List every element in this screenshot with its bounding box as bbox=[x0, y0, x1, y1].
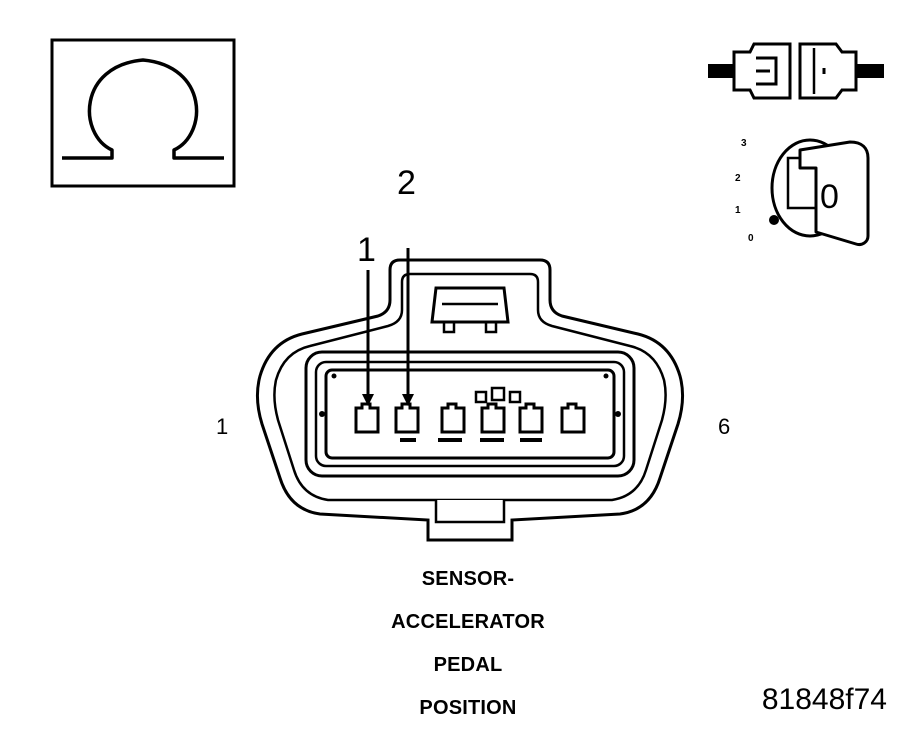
callout-1: 1 bbox=[357, 231, 376, 269]
key-position-3: 3 bbox=[741, 138, 747, 149]
terminal-4 bbox=[480, 402, 506, 442]
key-position-0: 0 bbox=[748, 233, 754, 244]
connector-caption-line-3: PEDAL bbox=[433, 654, 503, 676]
key-position-1: 1 bbox=[735, 205, 741, 216]
connector-caption-line-1: SENSOR- bbox=[421, 568, 515, 590]
figure-id: 81848f74 bbox=[761, 683, 887, 716]
connector-face-diagram bbox=[250, 202, 690, 548]
connector-caption-line-2: ACCELERATOR bbox=[391, 611, 545, 633]
terminal-2 bbox=[394, 402, 420, 442]
ignition-key-icon: 3 2 1 0 0 bbox=[730, 128, 890, 258]
connector-caption-line-4: POSITION bbox=[419, 697, 517, 719]
terminal-6 bbox=[560, 402, 586, 434]
terminal-3 bbox=[438, 402, 466, 442]
key-mark: 0 bbox=[820, 178, 839, 216]
key-position-2: 2 bbox=[735, 173, 741, 184]
disconnect-connector-icon bbox=[706, 38, 886, 106]
terminal-1 bbox=[354, 402, 380, 434]
terminal-5 bbox=[518, 402, 544, 442]
callout-2: 2 bbox=[397, 164, 416, 202]
pin-end-left: 1 bbox=[216, 414, 229, 439]
pin-end-right: 6 bbox=[718, 414, 731, 439]
ohmmeter-icon bbox=[50, 38, 236, 188]
